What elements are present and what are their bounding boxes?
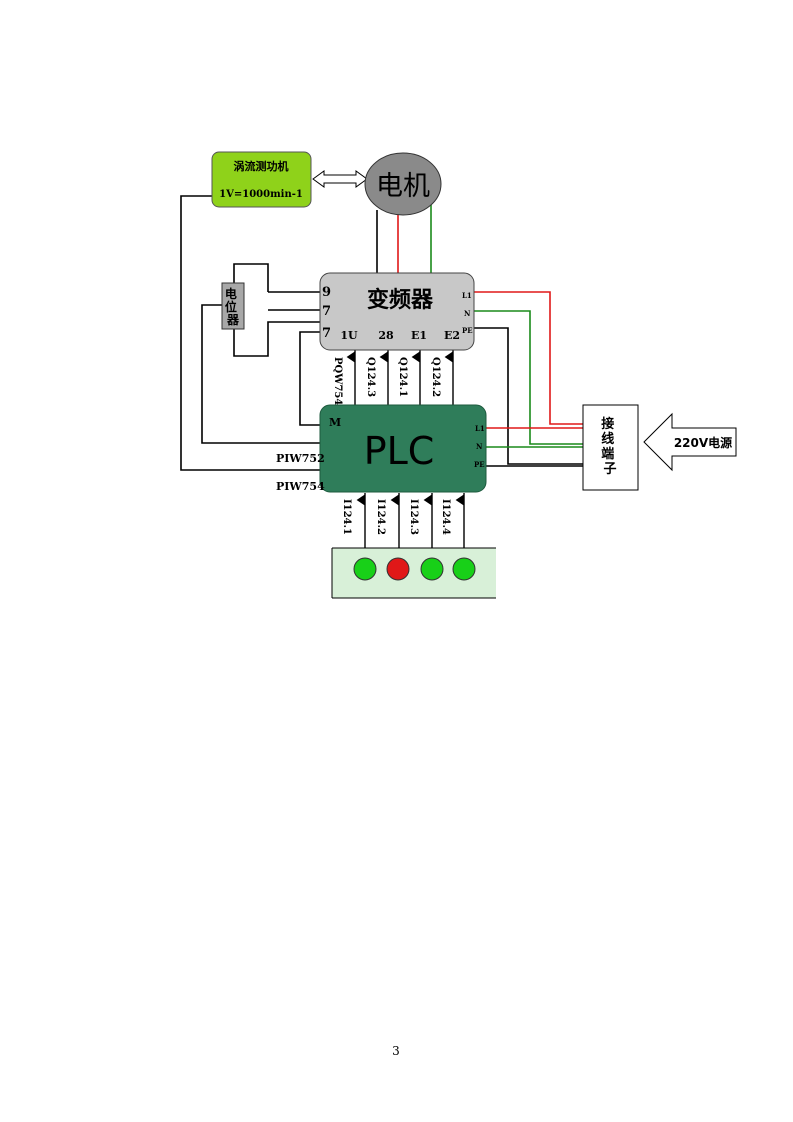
indicator-lamp-4	[452, 557, 476, 581]
page-number: 3	[392, 1044, 400, 1058]
potentiometer-label: 电 位 器	[225, 286, 241, 327]
vfd-terminal-9: 9	[322, 285, 331, 300]
vfd-terminal-E2: E2	[444, 329, 460, 342]
vfd-terminal-E1: E1	[411, 329, 427, 342]
label-q124-2: Q124.2	[430, 357, 441, 397]
plc-terminal-PE: PE	[474, 460, 485, 469]
label-piw752: PIW752	[276, 452, 325, 465]
plc-terminal-N: N	[476, 442, 483, 451]
terminal-block-label: 接 线 端 子	[601, 416, 619, 477]
label-piw754: PIW754	[276, 480, 325, 493]
label-i124-3: I124.3	[408, 499, 419, 535]
plc-analog-input-labels: PIW752 PIW754	[276, 452, 325, 493]
vfd-terminal-7a: 7	[322, 304, 331, 319]
vfd-label: 变频器	[367, 287, 434, 313]
dynamometer-spec: 1V=1000min-1	[219, 189, 303, 200]
potentiometer: 电 位 器	[221, 282, 245, 330]
label-q124-1: Q124.1	[397, 357, 408, 397]
vfd-terminal-N: N	[464, 309, 471, 318]
motor: 电机	[364, 152, 442, 216]
power-source-label: 220V电源	[674, 435, 732, 450]
input-labels: I124.1 I124.2 I124.3 I124.4	[341, 499, 451, 535]
label-i124-4: I124.4	[440, 499, 451, 535]
label-q124-3: Q124.3	[365, 357, 376, 397]
plc-to-vfd-labels: PQW754 Q124.3 Q124.1 Q124.2	[332, 357, 441, 405]
vfd-terminal-1U: 1U	[340, 329, 358, 342]
indicator-lamp-2	[386, 557, 410, 581]
vfd-terminal-PE: PE	[462, 326, 473, 335]
label-i124-1: I124.1	[341, 499, 352, 535]
dynamometer-box: 涡流测功机 1V=1000min-1	[211, 151, 312, 208]
vfd-left-terminals: 9 7 7	[322, 285, 331, 341]
indicator-panel	[331, 547, 496, 599]
vfd-terminal-28: 28	[378, 329, 394, 342]
vfd-box: 变频器 9 7 7 1U 28 E1 E2 L1 N PE	[319, 272, 475, 351]
indicator-lamp-1	[353, 557, 377, 581]
indicator-lamp-3	[420, 557, 444, 581]
label-i124-2: I124.2	[375, 499, 386, 535]
power-source-arrow: 220V电源	[643, 412, 737, 472]
plc-box: PLC M L1 N PE	[319, 404, 487, 493]
vfd-bottom-terminals: 1U 28 E1 E2	[340, 329, 460, 342]
terminal-block: 接 线 端 子	[582, 404, 639, 491]
dynamometer-title: 涡流测功机	[234, 159, 289, 173]
plc-right-terminals: L1 N PE	[474, 424, 485, 469]
vfd-terminal-7b: 7	[322, 326, 331, 341]
vfd-terminal-L1: L1	[462, 291, 472, 300]
input-arrows	[356, 493, 465, 548]
label-pqw754: PQW754	[332, 357, 343, 405]
motor-label: 电机	[376, 171, 430, 202]
wiring	[180, 195, 583, 471]
coupling-double-arrow	[312, 170, 368, 188]
plc-to-vfd-arrows	[346, 350, 454, 405]
vfd-right-terminals: L1 N PE	[462, 291, 473, 335]
plc-label: PLC	[364, 429, 435, 473]
plc-terminal-L1: L1	[475, 424, 485, 433]
plc-m-terminal: M	[329, 416, 341, 429]
